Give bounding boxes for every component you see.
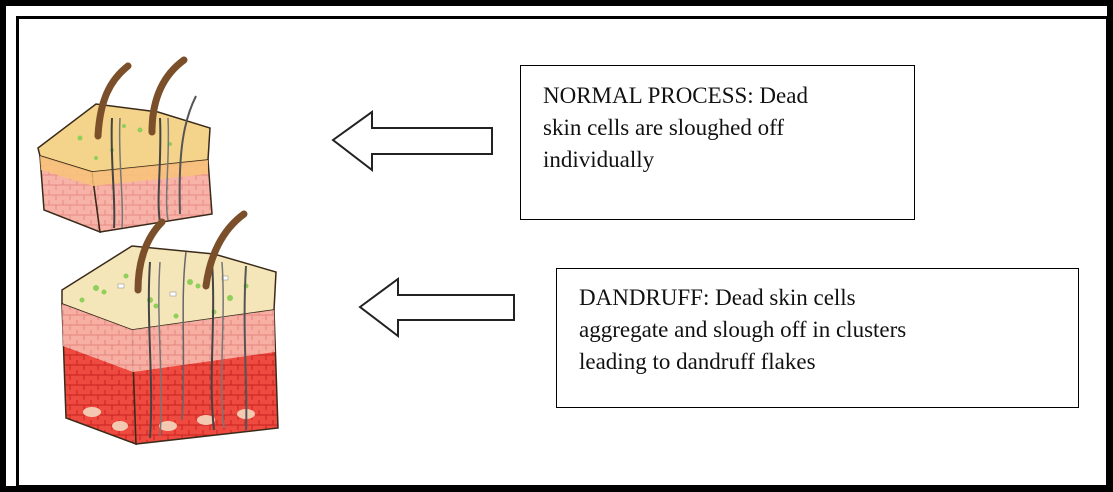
dandruff-hair-2 xyxy=(202,210,248,290)
dandruff-arrow-icon xyxy=(358,277,515,339)
normal-hair-1 xyxy=(94,62,132,140)
normal-process-line-1: NORMAL PROCESS: Dead xyxy=(543,83,808,108)
figure-inner-frame xyxy=(16,16,1109,488)
normal-skin-illustration xyxy=(37,56,213,234)
normal-process-line-2: skin cells are sloughed off xyxy=(543,115,785,140)
dandruff-hair-1 xyxy=(134,218,166,294)
normal-arrow-icon xyxy=(331,110,493,173)
dandruff-line-3: leading to dandruff flakes xyxy=(579,349,816,374)
dandruff-line-1: DANDRUFF: Dead skin cells xyxy=(579,285,856,310)
normal-hair-2 xyxy=(148,56,188,136)
normal-process-textbox: NORMAL PROCESS: Dead skin cells are slou… xyxy=(520,65,915,220)
dandruff-line-2: aggregate and slough off in clusters xyxy=(579,317,907,342)
dandruff-textbox: DANDRUFF: Dead skin cells aggregate and … xyxy=(556,268,1079,408)
normal-process-line-3: individually xyxy=(543,147,655,172)
dandruff-skin-illustration xyxy=(61,210,279,446)
